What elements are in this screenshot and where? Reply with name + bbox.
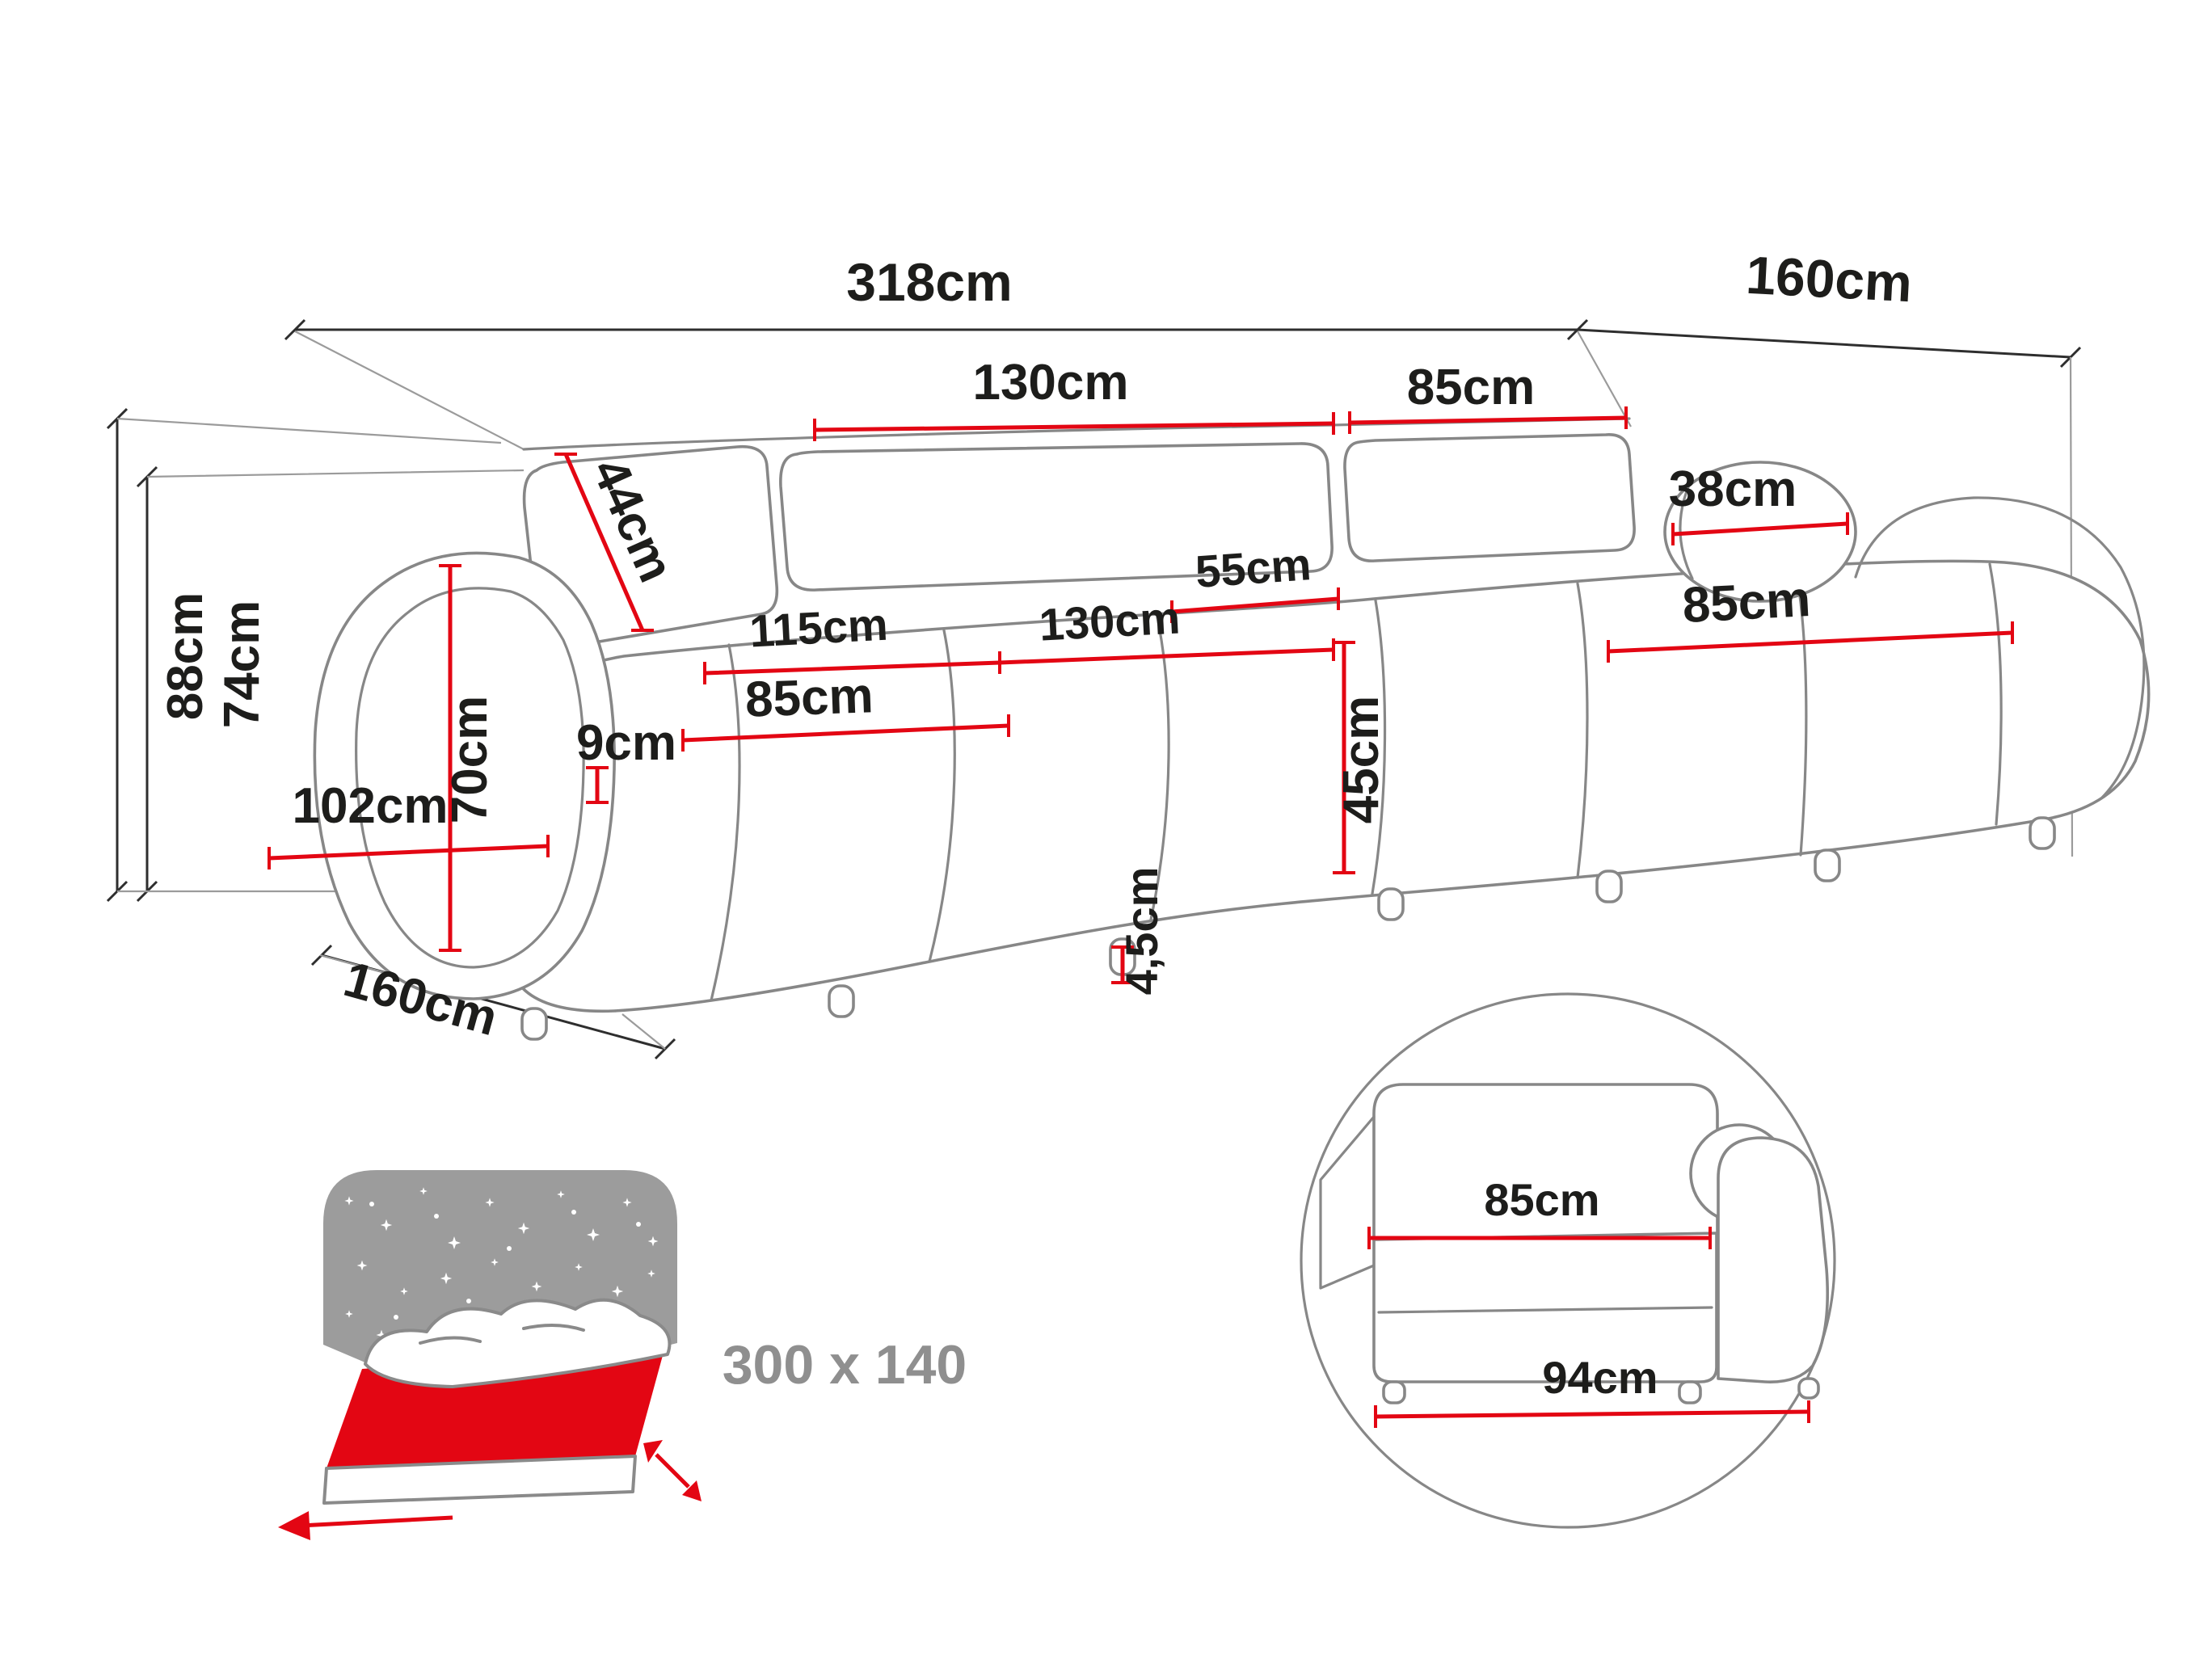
- sofa-back-panel-line: [522, 417, 1631, 451]
- detail-seat-width-label: 85cm: [1484, 1174, 1599, 1225]
- outer-dimension-lines: [106, 318, 2082, 1060]
- back-cushion-right: [1343, 433, 1636, 562]
- seat-seam-6: [1794, 568, 1808, 857]
- unfold-arrow-shaft: [300, 1515, 453, 1528]
- seat-outline: [484, 559, 2151, 1013]
- detail-backrest: [1372, 1083, 1719, 1240]
- right-depth-label: 160cm: [1745, 245, 1914, 314]
- night-stars: [344, 1187, 659, 1341]
- unfold-arrow-head: [278, 1511, 310, 1540]
- left-seat-width-label: 85cm: [744, 667, 874, 727]
- bed-blanket: [364, 1298, 672, 1388]
- left-seat-width-line: [682, 723, 1009, 743]
- detail-view: 85cm 94cm: [1300, 992, 1836, 1529]
- right-depth-line: [1577, 328, 2071, 359]
- bolster-diameter-label: 38cm: [1669, 461, 1797, 517]
- bed-base: [322, 1455, 637, 1505]
- back-cushion-main: [779, 442, 1334, 592]
- back-cushion-height-line: [563, 453, 645, 631]
- seat-height-label: 45cm: [1334, 696, 1389, 824]
- corner-seat-line: [1171, 596, 1339, 614]
- detail-red-ticks: [1367, 1227, 1810, 1428]
- bed-icon: [278, 1170, 702, 1540]
- blanket-fold-lines: [419, 1323, 585, 1345]
- back-cushion-left: [522, 444, 779, 650]
- bolster-diameter-line: [1672, 521, 1848, 537]
- leg-height-label: 4,5cm: [1116, 867, 1167, 996]
- left-armrest-inner-line: [355, 587, 585, 969]
- sleeping-size-label: 300 x 140: [723, 1334, 967, 1396]
- detail-legs: [1382, 1377, 1820, 1404]
- sofa-drawing: [313, 417, 2151, 1041]
- total-height-label: 88cm: [158, 592, 213, 721]
- right-armrest-contour: [1854, 496, 2146, 800]
- detail-module-width-line: [1375, 1409, 1810, 1419]
- right-seat-width-label: 85cm: [1681, 571, 1812, 634]
- sofa-legs: [520, 816, 2056, 1041]
- unfold-diagonal-arrow: [655, 1453, 690, 1488]
- back-right-width-label: 85cm: [1407, 360, 1536, 415]
- detail-armrest: [1717, 1136, 1829, 1383]
- seam-9cm-label: 9cm: [576, 715, 676, 771]
- red-dimension-lines: [268, 406, 2014, 984]
- seat-seam-5: [1576, 582, 1589, 879]
- seat-seam-3: [1149, 616, 1170, 921]
- armrest-height-label: 70cm: [442, 696, 498, 824]
- right-seat-width-line: [1607, 630, 2013, 654]
- backrest-height-label: 74cm: [214, 600, 270, 729]
- left-armrest-outline: [313, 551, 616, 1000]
- armrest-depth-line: [268, 844, 549, 861]
- detail-seat: [1372, 1232, 1718, 1383]
- bolster-pillow: [1663, 461, 1857, 603]
- armrest-depth-label: 102cm: [292, 778, 448, 834]
- seat-seam-4: [1371, 599, 1387, 895]
- seat-seam-1: [710, 643, 741, 1002]
- overall-width-label: 318cm: [846, 252, 1013, 312]
- seat-seam-7: [1988, 562, 2003, 826]
- back-main-width-line: [814, 421, 1334, 432]
- detail-module-width-label: 94cm: [1542, 1352, 1658, 1403]
- corner-seat-label: 55cm: [1194, 538, 1312, 597]
- unfold-diagonal-arrow-head-bottom: [682, 1480, 702, 1501]
- unfold-diagonal-arrow-head-top: [643, 1440, 663, 1463]
- middle-seat-width-label: 130cm: [1038, 592, 1181, 651]
- seat-depth-label: 115cm: [748, 599, 889, 657]
- detail-circle: [1300, 992, 1836, 1529]
- detail-seat-seam: [1377, 1306, 1713, 1314]
- back-right-width-line: [1349, 415, 1627, 425]
- back-main-width-label: 130cm: [972, 355, 1128, 411]
- red-dimension-ticks: [268, 406, 2014, 984]
- detail-side-wing: [1319, 1115, 1376, 1290]
